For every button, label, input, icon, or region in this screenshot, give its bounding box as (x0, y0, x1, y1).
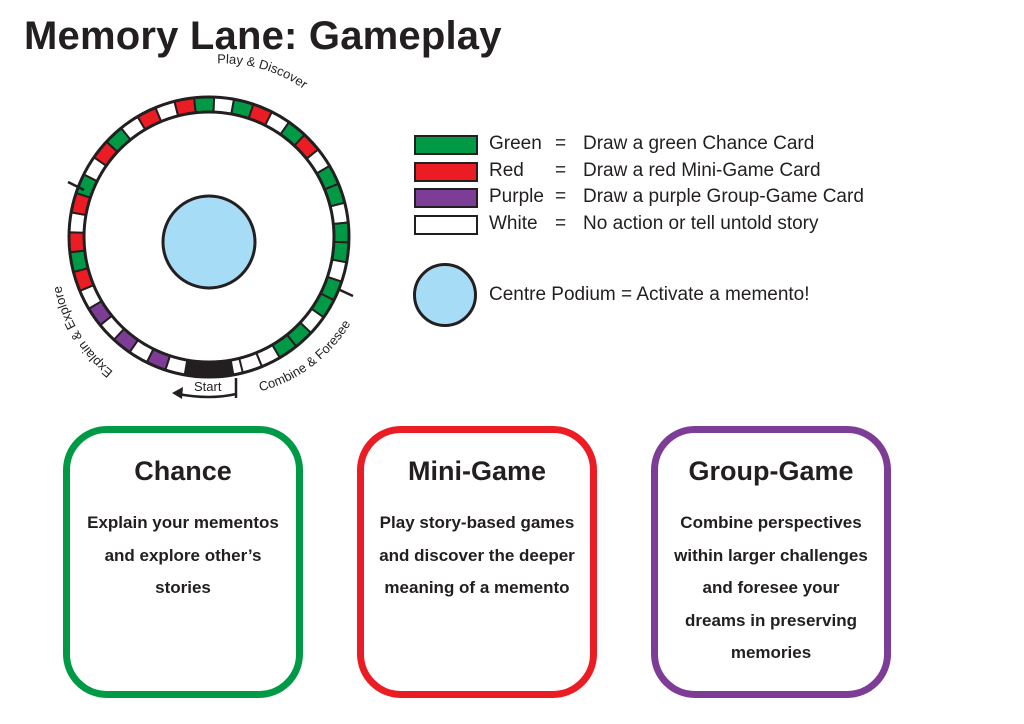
game-board: Play & Discover Explain & Explore Combin… (49, 51, 354, 399)
zone-divider-right (339, 288, 354, 298)
board-inner-ring (82, 110, 336, 364)
legend-desc: Draw a red Mini-Game Card (583, 160, 821, 181)
card-body: Explain your mementos and explore other’… (87, 513, 279, 597)
zone-label-play-discover: Play & Discover (217, 51, 311, 92)
legend-name: Purple (489, 186, 544, 207)
track-space-green (193, 95, 216, 114)
legend-swatch-white (414, 215, 478, 235)
legend-row-white: White = No action or tell untold story (412, 212, 932, 238)
start-label: Start (194, 379, 222, 394)
legend-swatch-purple (414, 188, 478, 208)
board-outer-ring (67, 95, 351, 379)
card-title: Mini-Game (407, 456, 547, 486)
mini-game-card: Mini-Game Play story-based games and dis… (357, 426, 597, 698)
podium-legend-text: Centre Podium = Activate a memento! (489, 284, 810, 305)
legend-row-green: Green = Draw a green Chance Card (412, 132, 932, 158)
card-body: Play story-based games and discover the … (379, 513, 575, 597)
card-title: Group-Game (688, 456, 854, 486)
legend-row-red: Red = Draw a red Mini-Game Card (412, 159, 932, 185)
track-space-red (67, 231, 86, 254)
start-arrowhead-icon (172, 387, 183, 399)
chance-card: Chance Explain your mementos and explore… (63, 426, 303, 698)
legend-equals: = (555, 160, 567, 181)
podium-legend: Centre Podium = Activate a memento! (412, 262, 932, 328)
legend-row-purple: Purple = Draw a purple Group-Game Card (412, 185, 932, 211)
legend-swatch-green (414, 135, 478, 155)
centre-podium (161, 194, 257, 290)
zone-divider-left (67, 180, 85, 192)
podium-legend-circle (413, 263, 477, 327)
card-body: Combine perspectives within larger chall… (674, 513, 868, 662)
legend-desc: Draw a purple Group-Game Card (583, 186, 864, 207)
track-space-green (332, 221, 350, 244)
legend-desc: No action or tell untold story (583, 213, 819, 234)
page-title: Memory Lane: Gameplay (24, 14, 502, 58)
legend-equals: = (555, 186, 567, 207)
legend-equals: = (555, 213, 567, 234)
legend-name: Red (489, 160, 524, 181)
start-arrow (177, 392, 237, 399)
group-game-card: Group-Game Combine perspectives within l… (651, 426, 891, 698)
legend-equals: = (555, 133, 567, 154)
card-title: Chance (134, 456, 232, 486)
legend-swatch-red (414, 162, 478, 182)
legend-desc: Draw a green Chance Card (583, 133, 815, 154)
legend-name: Green (489, 133, 542, 154)
legend-name: White (489, 213, 538, 234)
